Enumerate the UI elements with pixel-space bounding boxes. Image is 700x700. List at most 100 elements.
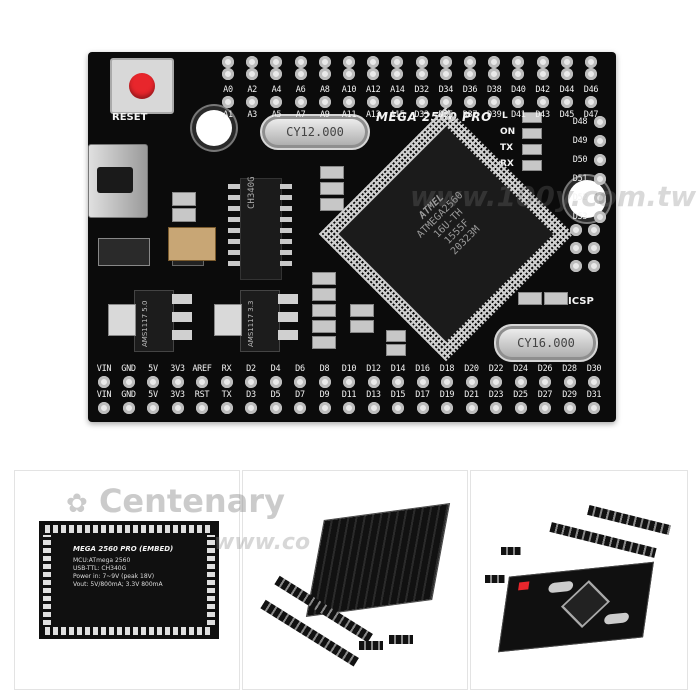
top-header-pad[interactable]: [367, 96, 380, 108]
right-header-pad[interactable]: [594, 154, 606, 166]
bottom-header-pad[interactable]: [245, 376, 257, 388]
bottom-header-pad[interactable]: [441, 402, 453, 414]
top-header-pad[interactable]: [294, 68, 307, 80]
top-header-pad[interactable]: [415, 96, 428, 108]
bottom-header-pad[interactable]: [490, 376, 502, 388]
bottom-header-pad[interactable]: [122, 376, 135, 388]
bottom-header-pad[interactable]: [367, 376, 380, 388]
bottom-header-pad[interactable]: [392, 402, 404, 414]
bottom-header-pad[interactable]: [318, 402, 331, 414]
bottom-header-pad[interactable]: [465, 402, 478, 414]
top-header-pad[interactable]: [536, 68, 549, 80]
top-header-pad[interactable]: [318, 56, 331, 68]
top-header-pad[interactable]: [270, 96, 283, 108]
bottom-header-pad[interactable]: [196, 376, 208, 388]
top-header-pad[interactable]: [270, 68, 283, 80]
bottom-header-pad[interactable]: [294, 402, 306, 414]
bottom-header-pad[interactable]: [539, 376, 551, 388]
bottom-header-pad[interactable]: [147, 376, 159, 388]
top-header-pad[interactable]: [560, 96, 573, 108]
top-header-pad[interactable]: [367, 68, 380, 80]
top-header-pad[interactable]: [222, 96, 234, 108]
top-header-pad[interactable]: [343, 68, 355, 80]
top-header-pad[interactable]: [367, 56, 380, 68]
thumbnail-frame-2[interactable]: [242, 470, 468, 690]
top-header-pad[interactable]: [222, 56, 234, 68]
icsp-pad[interactable]: [588, 224, 600, 236]
bottom-header-pad[interactable]: [98, 402, 110, 414]
bottom-header-pad[interactable]: [514, 376, 527, 388]
top-header-pad[interactable]: [464, 96, 476, 108]
top-header-pad[interactable]: [512, 96, 525, 108]
icsp-pad[interactable]: [570, 224, 582, 236]
right-header-pad[interactable]: [594, 173, 606, 185]
bottom-header-pad[interactable]: [563, 402, 576, 414]
top-header-pad[interactable]: [560, 68, 573, 80]
right-header-pad[interactable]: [594, 116, 606, 128]
micro-usb-port[interactable]: [88, 144, 148, 218]
top-header-pad[interactable]: [464, 56, 476, 68]
top-header-pad[interactable]: [318, 68, 331, 80]
top-header-pad[interactable]: [560, 56, 573, 68]
right-header-pad[interactable]: [594, 135, 606, 147]
bottom-header-pad[interactable]: [588, 376, 600, 388]
bottom-header-pad[interactable]: [220, 402, 233, 414]
top-header-pad[interactable]: [585, 68, 597, 80]
top-header-pad[interactable]: [488, 56, 501, 68]
top-header-pad[interactable]: [391, 68, 404, 80]
top-header-pad[interactable]: [536, 56, 549, 68]
thumbnail-frame-1[interactable]: MEGA 2560 PRO (EMBED) MCU:ATmega 2560 US…: [14, 470, 240, 690]
right-header-pad[interactable]: [594, 211, 606, 223]
bottom-header-pad[interactable]: [416, 402, 429, 414]
bottom-header-pad[interactable]: [98, 376, 110, 388]
top-header-pad[interactable]: [439, 68, 452, 80]
top-header-pad[interactable]: [585, 56, 597, 68]
top-header-pad[interactable]: [391, 96, 404, 108]
right-header-pad[interactable]: [594, 192, 606, 204]
top-header-pad[interactable]: [464, 68, 476, 80]
top-header-pad[interactable]: [294, 96, 307, 108]
bottom-header-pad[interactable]: [343, 402, 355, 414]
icsp-pad[interactable]: [588, 242, 600, 254]
bottom-header-pad[interactable]: [196, 402, 208, 414]
top-header-pad[interactable]: [488, 96, 501, 108]
bottom-header-pad[interactable]: [171, 376, 184, 388]
top-header-pad[interactable]: [439, 96, 452, 108]
top-header-pad[interactable]: [343, 96, 355, 108]
bottom-header-pad[interactable]: [416, 376, 429, 388]
top-header-pad[interactable]: [294, 56, 307, 68]
bottom-header-pad[interactable]: [392, 376, 404, 388]
bottom-header-pad[interactable]: [147, 402, 159, 414]
top-header-pad[interactable]: [318, 96, 331, 108]
bottom-header-pad[interactable]: [514, 402, 527, 414]
top-header-pad[interactable]: [585, 96, 597, 108]
bottom-header-pad[interactable]: [563, 376, 576, 388]
top-header-pad[interactable]: [270, 56, 283, 68]
icsp-pad[interactable]: [570, 242, 582, 254]
top-header-pad[interactable]: [222, 68, 234, 80]
bottom-header-pad[interactable]: [171, 402, 184, 414]
top-header-pad[interactable]: [512, 68, 525, 80]
top-header-pad[interactable]: [415, 56, 428, 68]
top-header-pad[interactable]: [536, 96, 549, 108]
reset-button[interactable]: [110, 58, 174, 114]
bottom-header-pad[interactable]: [343, 376, 355, 388]
bottom-header-pad[interactable]: [269, 402, 282, 414]
bottom-header-pad[interactable]: [490, 402, 502, 414]
top-header-pad[interactable]: [246, 96, 259, 108]
top-header-pad[interactable]: [415, 68, 428, 80]
top-header-pad[interactable]: [246, 68, 259, 80]
bottom-header-pad[interactable]: [588, 402, 600, 414]
icsp-pad[interactable]: [588, 260, 600, 272]
top-header-pad[interactable]: [391, 56, 404, 68]
bottom-header-pad[interactable]: [220, 376, 233, 388]
top-header-pad[interactable]: [439, 56, 452, 68]
bottom-header-pad[interactable]: [245, 402, 257, 414]
icsp-pad[interactable]: [570, 260, 582, 272]
top-header-pad[interactable]: [343, 56, 355, 68]
bottom-header-pad[interactable]: [294, 376, 306, 388]
bottom-header-pad[interactable]: [122, 402, 135, 414]
bottom-header-pad[interactable]: [367, 402, 380, 414]
thumbnail-frame-3[interactable]: [470, 470, 688, 690]
bottom-header-pad[interactable]: [441, 376, 453, 388]
